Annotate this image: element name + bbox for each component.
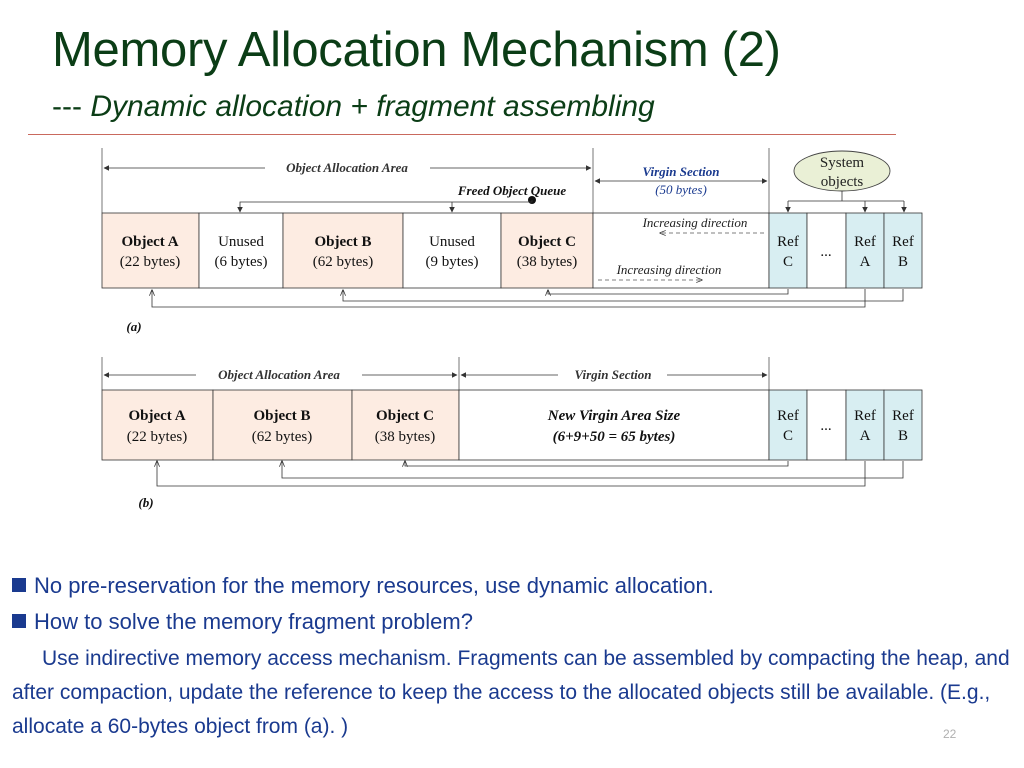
bullet-item: No pre-reservation for the memory resour… — [12, 570, 1012, 606]
diagram-a: Object Allocation Area Virgin Section (5… — [101, 148, 923, 334]
ref-pointer-a — [152, 289, 866, 308]
cell-size: (22 bytes) — [127, 429, 187, 445]
ref-line1: Ref — [854, 234, 876, 250]
cell-name: Object A — [128, 408, 185, 424]
subtitle-emphasis: Dynamic allocation + fragment assembling — [90, 90, 655, 123]
bullet-square-icon — [12, 614, 26, 628]
cell-name: Object B — [314, 234, 371, 250]
cell-size: (9 bytes) — [426, 254, 479, 270]
ref-cell — [883, 212, 923, 289]
virgin-size-line1: New Virgin Area Size — [547, 408, 681, 424]
caption-b: (b) — [138, 495, 153, 510]
cell-name: Unused — [429, 234, 475, 250]
bullet-item: How to solve the memory fragment problem… — [12, 606, 1012, 642]
title-divider — [28, 134, 896, 135]
ref-line2: B — [898, 428, 908, 444]
bullet-text: How to solve the memory fragment problem… — [34, 609, 473, 634]
area-label: Object Allocation Area — [218, 367, 340, 382]
virgin-label: Virgin Section — [575, 367, 652, 382]
ref-ellipsis: ... — [820, 418, 831, 434]
diagram-b: Object Allocation Area Virgin Section Ob… — [101, 357, 923, 510]
ref-line2: B — [898, 254, 908, 270]
cell-name: Object B — [253, 408, 310, 424]
explanation-paragraph: Use indirective memory access mechanism.… — [12, 642, 1012, 744]
ref-line1: Ref — [892, 234, 914, 250]
cell-size: (38 bytes) — [517, 254, 577, 270]
ref-pointer-a — [157, 461, 866, 487]
page-number: 22 — [943, 727, 957, 741]
ref-ellipsis-cell — [806, 212, 847, 289]
virgin-size-line2: (6+9+50 = 65 bytes) — [553, 429, 676, 445]
ref-line2: C — [783, 428, 793, 444]
unused-cell — [402, 212, 502, 289]
virgin-label: Virgin Section — [643, 164, 720, 179]
slide-title: Memory Allocation Mechanism (2) — [52, 23, 781, 77]
system-objects-line2: objects — [821, 174, 864, 190]
slide-subtitle: --- Dynamic allocation + fragment assemb… — [52, 90, 655, 124]
cell-name: Object C — [518, 234, 576, 250]
ref-pointer-c — [405, 461, 789, 466]
subtitle-prefix: --- — [52, 90, 91, 123]
object-cell — [500, 212, 594, 289]
ref-cell — [845, 212, 885, 289]
ref-pointer-b — [282, 461, 904, 479]
system-objects-line1: System — [820, 155, 865, 171]
bullet-text: No pre-reservation for the memory resour… — [34, 573, 714, 598]
memory-allocation-diagram: Object Allocation Area Virgin Section (5… — [101, 148, 923, 510]
object-cell — [212, 389, 353, 461]
cell-size: (22 bytes) — [120, 254, 180, 270]
ref-cell — [768, 212, 808, 289]
object-cell — [282, 212, 404, 289]
ref-line1: Ref — [777, 234, 799, 250]
freed-queue-pointer — [237, 200, 533, 213]
caption-a: (a) — [126, 319, 141, 334]
cell-size: (62 bytes) — [313, 254, 373, 270]
ref-cell — [768, 389, 808, 461]
ref-ellipsis: ... — [820, 244, 831, 260]
cell-name: Object C — [376, 408, 434, 424]
cell-size: (38 bytes) — [375, 429, 435, 445]
ref-pointer-b — [343, 289, 904, 302]
ref-line2: A — [860, 428, 871, 444]
cell-name: Object A — [121, 234, 178, 250]
ref-line1: Ref — [892, 408, 914, 424]
virgin-cell — [458, 389, 770, 461]
ref-cell — [845, 389, 885, 461]
ref-line2: C — [783, 254, 793, 270]
unused-cell — [198, 212, 284, 289]
cell-name: Unused — [218, 234, 264, 250]
freed-queue-label: Freed Object Queue — [457, 183, 567, 198]
ref-line2: A — [860, 254, 871, 270]
cell-size: (6 bytes) — [215, 254, 268, 270]
object-cell — [101, 212, 200, 289]
ref-ellipsis-cell — [806, 389, 847, 461]
ref-line1: Ref — [854, 408, 876, 424]
area-label: Object Allocation Area — [286, 160, 408, 175]
virgin-cell — [592, 212, 770, 289]
virgin-size: (50 bytes) — [655, 182, 707, 197]
ref-line1: Ref — [777, 408, 799, 424]
object-cell — [101, 389, 214, 461]
ref-pointer-c — [548, 289, 789, 294]
direction-label-top: Increasing direction — [642, 215, 748, 230]
bullet-square-icon — [12, 578, 26, 592]
cell-size: (62 bytes) — [252, 429, 312, 445]
bullet-list: No pre-reservation for the memory resour… — [12, 570, 1012, 744]
explanation-text: Use indirective memory access mechanism.… — [12, 647, 1010, 738]
ref-cell — [883, 389, 923, 461]
object-cell — [351, 389, 460, 461]
direction-label-bottom: Increasing direction — [616, 262, 722, 277]
